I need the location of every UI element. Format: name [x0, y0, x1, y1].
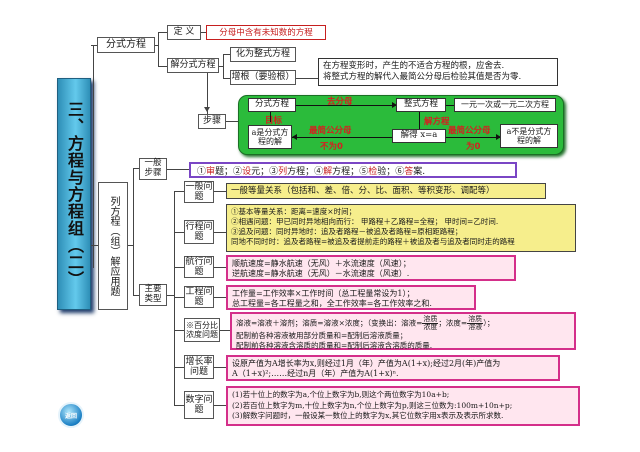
connector	[220, 330, 230, 331]
growth-rate-relations: 设原产值为A增长率为x,则经过1月（年）产值为A(1+x);经过2月(年)产值为…	[226, 355, 560, 381]
connector	[174, 297, 184, 298]
work-relations: 工作量=工作效率×工作时间（总工程量常设为1）； 总工程量=各工程量之和，全工作…	[226, 285, 476, 310]
connector	[174, 367, 184, 368]
connector	[207, 73, 208, 114]
connector	[214, 367, 226, 368]
flow-not-solution: a不是分式方程的解	[500, 124, 558, 148]
connector	[419, 112, 420, 129]
concentration-relations: 溶液=溶液＋溶剂；溶质=溶液×浓度；（变换出：溶液=溶质浓度；浓度=溶质溶液）；…	[230, 312, 576, 350]
back-button-logo[interactable]: 返回	[58, 402, 84, 428]
connector	[155, 45, 158, 46]
general-steps-node: 一般步骤	[139, 158, 167, 180]
type-general: 一般问题	[184, 181, 214, 203]
connector	[133, 168, 139, 169]
connector	[223, 54, 224, 78]
definition-node: 定 义	[167, 25, 201, 40]
connector	[158, 32, 167, 33]
flow-arrow-clear-denominator	[296, 105, 396, 106]
flow-arrow-lcd-zero	[446, 137, 500, 138]
connector	[174, 267, 184, 268]
back-button-label: 返回	[64, 412, 77, 420]
fraction-concentration: 溶质溶液	[467, 315, 484, 331]
flow-label-zero: 为0	[466, 142, 481, 152]
connector	[174, 330, 184, 331]
flow-fractional-equation: 分式方程	[248, 98, 296, 112]
connector	[174, 232, 184, 233]
flow-label-solve: 解方程	[424, 117, 450, 127]
arrow-head	[496, 134, 501, 140]
chapter-title: 三、方程与方程组（二）	[57, 78, 91, 310]
type-concentration: ※百分比浓度问题	[184, 318, 220, 342]
connector	[174, 191, 175, 405]
flow-label-lcd: 最简公分母	[309, 126, 352, 136]
to-integral-node: 化为整式方程	[230, 47, 296, 62]
connector	[214, 191, 226, 192]
navigation-relations: 顺航速度=静水航速（无风）＋水流速度（风速）； 逆航速度=静水航速（无风）－水流…	[226, 255, 516, 281]
connector	[219, 66, 223, 67]
general-steps-list: ①审题； ②设元； ③列方程； ④解方程； ⑤检验； ⑥答案.	[189, 162, 517, 178]
connector	[93, 45, 94, 268]
type-work: 工程问题	[184, 286, 214, 308]
connector	[214, 267, 226, 268]
flow-label-clear-denominator: 去分母	[327, 97, 353, 107]
flow-label-nonzero: 不为0	[320, 142, 343, 152]
travel-relations: ①基本等量关系：距离=速度×时间； ②相遇问题：甲已同时异地相向而行： 甲路程＋…	[226, 204, 576, 252]
arrow-head	[204, 107, 210, 112]
solve-fractional-node: 解分式方程	[167, 58, 219, 73]
arrow-head	[292, 134, 297, 140]
general-relations: 一般等量关系（包括和、差、倍、分、比、面积、等积变形、调配等）	[226, 183, 546, 199]
connector	[128, 245, 133, 246]
type-travel: 行程问题	[184, 220, 214, 244]
step-3: ③列方程；	[269, 166, 315, 177]
connector	[226, 121, 238, 122]
digit-relations: (1)若十位上的数字为a,个位上数字为b,则这个两位数字为10a+b; (2)若…	[226, 386, 580, 426]
connector	[223, 54, 230, 55]
step-1: ①审题；	[197, 166, 234, 177]
extraneous-root-note: 在方程变形时，产生的不适合方程的根，应舍去. 将整式方程的解代入最简公分母后检验…	[318, 58, 558, 86]
connector	[158, 32, 159, 66]
connector	[133, 295, 139, 296]
connector	[91, 45, 97, 46]
flow-label-lcd-2: 最简公分母	[448, 126, 491, 136]
flow-integral-equation: 整式方程	[396, 98, 446, 112]
connector	[214, 405, 226, 406]
connector	[158, 66, 167, 67]
type-navigation: 航行问题	[184, 256, 214, 278]
flow-is-solution: a是分式方程的解	[248, 125, 292, 149]
connector	[133, 168, 134, 295]
connector	[174, 191, 184, 192]
flow-linear-quadratic: 一元一次或一元二次方程	[454, 98, 556, 112]
connector	[296, 78, 318, 79]
connector	[214, 232, 226, 233]
fraction-solution: 溶质浓度	[422, 315, 439, 331]
type-digit: 数字问题	[184, 391, 214, 419]
fractional-equation-node: 分式方程	[97, 37, 155, 53]
connector	[167, 169, 189, 170]
type-growth-rate: 增长率问题	[184, 355, 214, 379]
connector	[201, 32, 206, 33]
flow-label-goal: 目标	[265, 116, 283, 126]
extraneous-root-node: 增根（要验根）	[230, 70, 296, 85]
connector	[214, 297, 226, 298]
word-problems-column: 列方程（组）解应用题	[98, 182, 128, 310]
connector	[270, 112, 271, 122]
steps-node: 步骤	[198, 114, 226, 129]
connector	[91, 245, 98, 246]
step-2: ②设元；	[233, 166, 270, 177]
connector	[174, 405, 184, 406]
flow-arrow-lcd-nonzero	[292, 137, 392, 138]
flow-solve-x-equals-a: 解得 x=a	[392, 129, 446, 143]
flow-arrow	[446, 105, 454, 106]
step-4: ④解方程；	[314, 166, 360, 177]
definition-text: 分母中含有未知数的方程	[206, 25, 326, 40]
connector	[167, 295, 174, 296]
connector	[223, 78, 230, 79]
arrow-head	[392, 102, 397, 108]
step-5: ⑤检验；	[359, 166, 396, 177]
main-types-node: 主要类型	[139, 284, 167, 306]
step-6: ⑥答案.	[395, 166, 426, 177]
